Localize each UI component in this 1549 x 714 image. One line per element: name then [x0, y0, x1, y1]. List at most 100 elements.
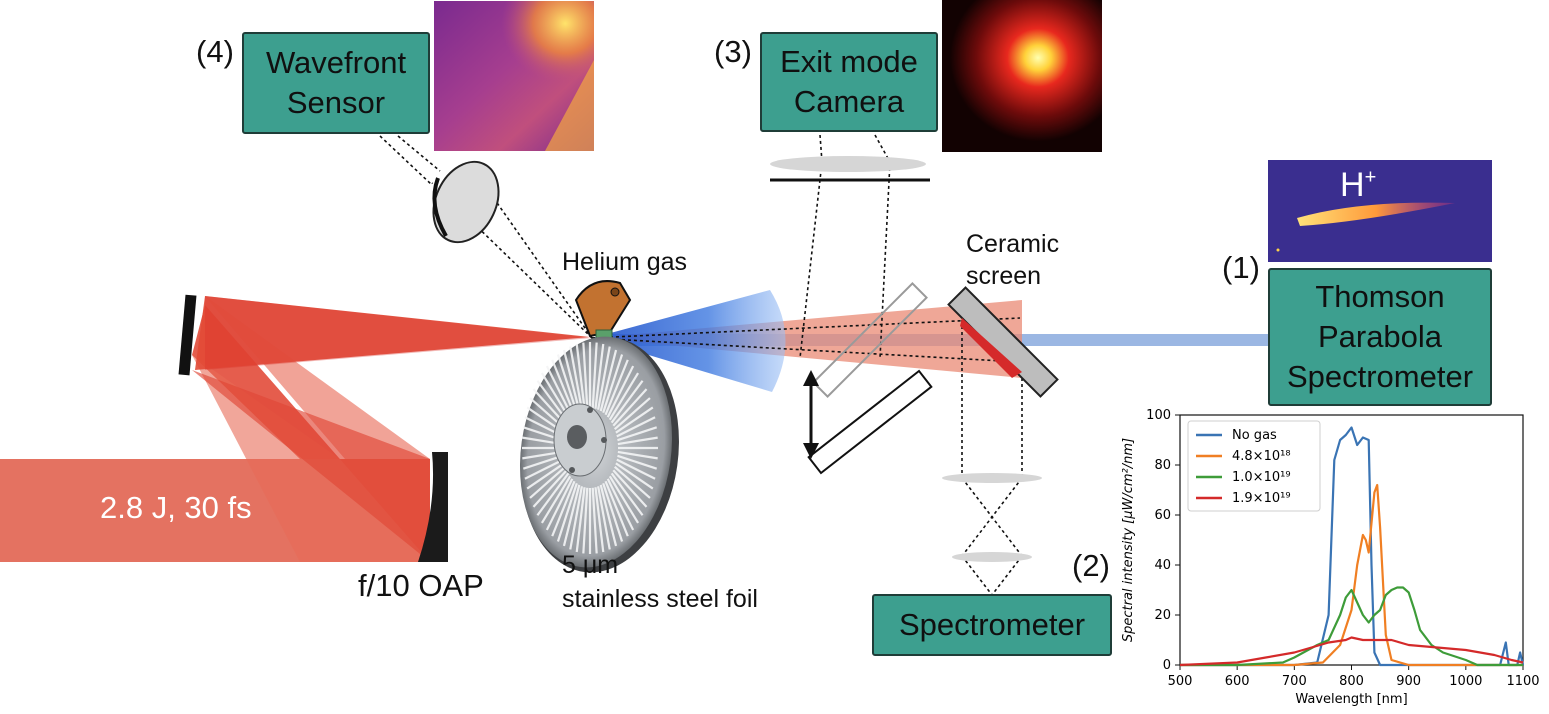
wheel-spoke — [617, 450, 658, 460]
x-tick-label: 700 — [1282, 674, 1307, 689]
wheel-spoke — [562, 484, 581, 547]
wheel-spoke — [569, 346, 583, 410]
ceramic-label-2: screen — [966, 262, 1042, 290]
x-tick-label: 800 — [1339, 674, 1364, 689]
wheel-spoke — [591, 487, 598, 554]
wavefront-label-2: Sensor — [286, 85, 386, 120]
y-tick-label: 100 — [1146, 408, 1171, 423]
wheel-spoke — [594, 343, 605, 409]
foil-label-2: stainless steel foil — [562, 585, 758, 613]
thomson-label-2: Parabola — [1317, 319, 1443, 354]
spectrometer-lens-1 — [942, 473, 1042, 483]
wheel-spoke — [529, 466, 567, 499]
wheel-spoke — [569, 486, 583, 550]
thomson-parabola-image — [1268, 160, 1492, 262]
proton-cone — [592, 290, 786, 392]
wheel-spoke — [594, 487, 605, 553]
wheel-spoke — [545, 478, 574, 531]
y-tick-label: 40 — [1154, 558, 1171, 573]
legend-label: 1.9×10¹⁹ — [1232, 491, 1291, 506]
wheel-spoke — [612, 388, 648, 427]
thomson-number: (1) — [1222, 250, 1260, 285]
wheel-spoke — [536, 472, 570, 516]
wheel-spoke — [597, 486, 611, 550]
wheel-spoke — [524, 458, 564, 480]
x-tick-label: 500 — [1168, 674, 1193, 689]
wavefront-label-1: Wavefront — [265, 45, 407, 80]
wheel-spoke — [591, 342, 598, 409]
chart-lines — [1179, 426, 1525, 667]
wheel-spoke — [610, 380, 644, 424]
spectrometer-box: Spectrometer — [872, 594, 1112, 656]
wheel-spoke — [582, 487, 589, 554]
series-line — [1180, 483, 1523, 667]
exit-mode-label-1: Exit mode — [780, 44, 918, 79]
series-line — [1180, 586, 1523, 667]
y-tick-label: 0 — [1163, 658, 1171, 673]
foil-wheel — [519, 336, 679, 573]
wheel-spoke — [582, 342, 589, 409]
transmitted-laser — [592, 300, 1022, 378]
wavefront-image — [434, 1, 594, 151]
wheel-spoke — [575, 343, 586, 409]
wheel-spoke — [617, 454, 658, 470]
wheel-spoke — [615, 462, 654, 490]
y-axis-label: Spectral intensity [μW/cm²/nm] — [1121, 438, 1136, 642]
hplus-text: H — [1340, 166, 1365, 204]
spectrometer-label: Spectrometer — [898, 607, 1086, 642]
wheel-spoke — [526, 462, 565, 490]
wavefront-number: (4) — [196, 34, 234, 69]
laser-beam — [0, 296, 592, 562]
wheel-spoke — [612, 469, 648, 508]
wheel-spoke — [551, 480, 576, 537]
wheel-spoke — [602, 482, 624, 542]
ceramic-screen-label: Ceramic screen — [966, 228, 1059, 292]
wheel-spoke — [613, 397, 651, 430]
wheel-spoke — [522, 454, 563, 470]
wheel-spoke — [616, 416, 656, 438]
wheel-spoke — [615, 406, 654, 434]
wheel-spoke — [604, 359, 629, 416]
exit-mode-label-2: Camera — [793, 84, 905, 119]
wheel-spoke — [551, 359, 576, 416]
wheel-spoke — [613, 466, 651, 499]
series-line — [1179, 636, 1524, 667]
x-tick-label: 900 — [1396, 674, 1421, 689]
translation-arrow — [803, 370, 819, 459]
wheel-spoke — [556, 482, 578, 542]
wheel-spoke — [602, 354, 624, 414]
y-tick-label: 60 — [1154, 508, 1171, 523]
laser-energy-label: 2.8 J, 30 fs — [100, 490, 252, 525]
y-tick-label: 20 — [1154, 608, 1171, 623]
wheel-spoke — [575, 487, 586, 553]
spectrometer-lens-2 — [952, 552, 1032, 562]
thomson-label-3: Spectrometer — [1286, 359, 1474, 394]
flat-mirror — [178, 294, 197, 376]
legend-label: No gas — [1232, 428, 1277, 443]
legend-box — [1187, 420, 1321, 512]
x-tick-label: 1100 — [1506, 674, 1539, 689]
x-tick-label: 1000 — [1449, 674, 1482, 689]
wavefront-lens — [432, 160, 500, 244]
wheel-spoke — [616, 458, 656, 480]
wheel-spoke — [599, 349, 618, 412]
screen-spot — [960, 318, 1022, 378]
x-axis-label: Wavelength [nm] — [1295, 692, 1407, 707]
helium-gas-label: Helium gas — [562, 248, 688, 276]
foil-label-1: 5 μm — [562, 551, 619, 579]
pickoff-plate — [812, 282, 928, 398]
wedge-plate — [807, 369, 933, 475]
wheel-spoke — [597, 346, 611, 410]
wheel-spoke — [599, 484, 618, 547]
exit-mode-lens — [770, 156, 926, 172]
wheel-spoke — [562, 349, 581, 412]
wheel-spoke — [608, 475, 640, 524]
wheel-spoke — [606, 365, 635, 418]
x-tick-label: 600 — [1225, 674, 1250, 689]
legend-label: 1.0×10¹⁹ — [1232, 470, 1291, 485]
wheel-spoke — [540, 475, 572, 524]
exit-mode-image — [942, 0, 1102, 152]
